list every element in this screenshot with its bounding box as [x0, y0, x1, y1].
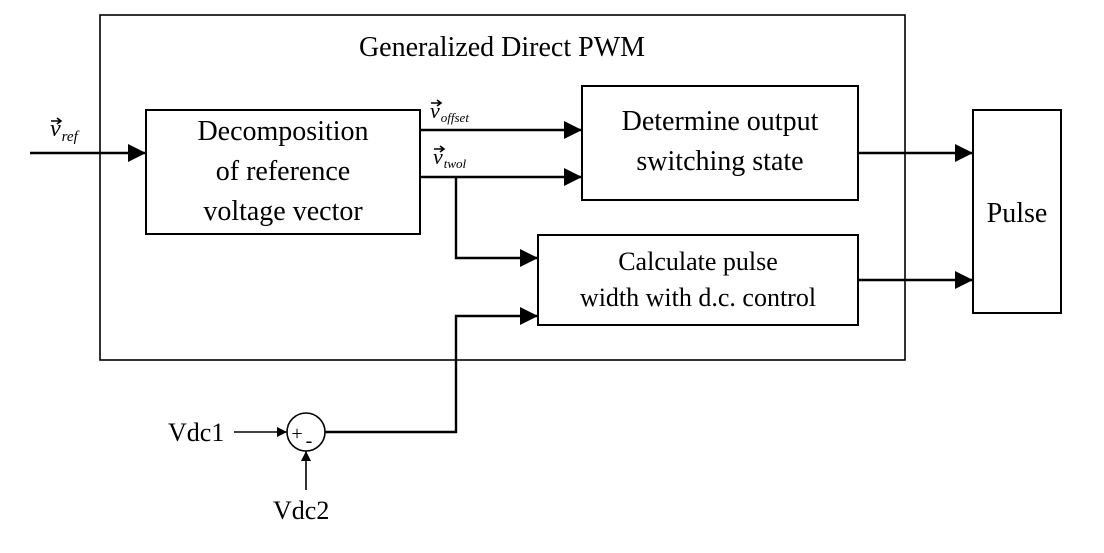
decomposition-block [145, 109, 421, 235]
svg-text:voffset: voffset [430, 98, 469, 125]
calculate-label-line1: Calculate pulse [618, 247, 778, 276]
vdc2-label: Vdc2 [273, 496, 329, 525]
input-vref-label: vref [50, 116, 80, 145]
decomposition-label-line2: of reference [216, 156, 350, 187]
generalized-direct-pwm-frame [99, 14, 906, 361]
outer-title: Generalized Direct PWM [359, 32, 645, 63]
determine-label-line1: Determine output [622, 106, 819, 137]
summer-minus-sign: - [306, 430, 313, 452]
vdc1-label: Vdc1 [168, 418, 224, 447]
decomposition-label-line1: Decomposition [197, 116, 368, 147]
decomposition-label-line3: voltage vector [203, 196, 363, 227]
summer-to-calculate-arrow [325, 307, 538, 434]
offset-signal-label: voffset [430, 98, 469, 125]
summer-plus-sign: + [291, 423, 302, 445]
svg-text:vref: vref [50, 116, 80, 145]
calculate-label-line2: width with d.c. control [580, 283, 816, 312]
twol-branch-arrow [454, 177, 538, 267]
pulse-block [972, 109, 1062, 314]
twol-signal-label: vtwol [433, 144, 467, 171]
calculate-pulse-width-block [537, 234, 859, 326]
pulse-label: Pulse [987, 198, 1048, 229]
svg-text:vtwol: vtwol [433, 144, 467, 171]
determine-switching-state-block [581, 85, 859, 201]
determine-label-line2: switching state [636, 146, 803, 177]
